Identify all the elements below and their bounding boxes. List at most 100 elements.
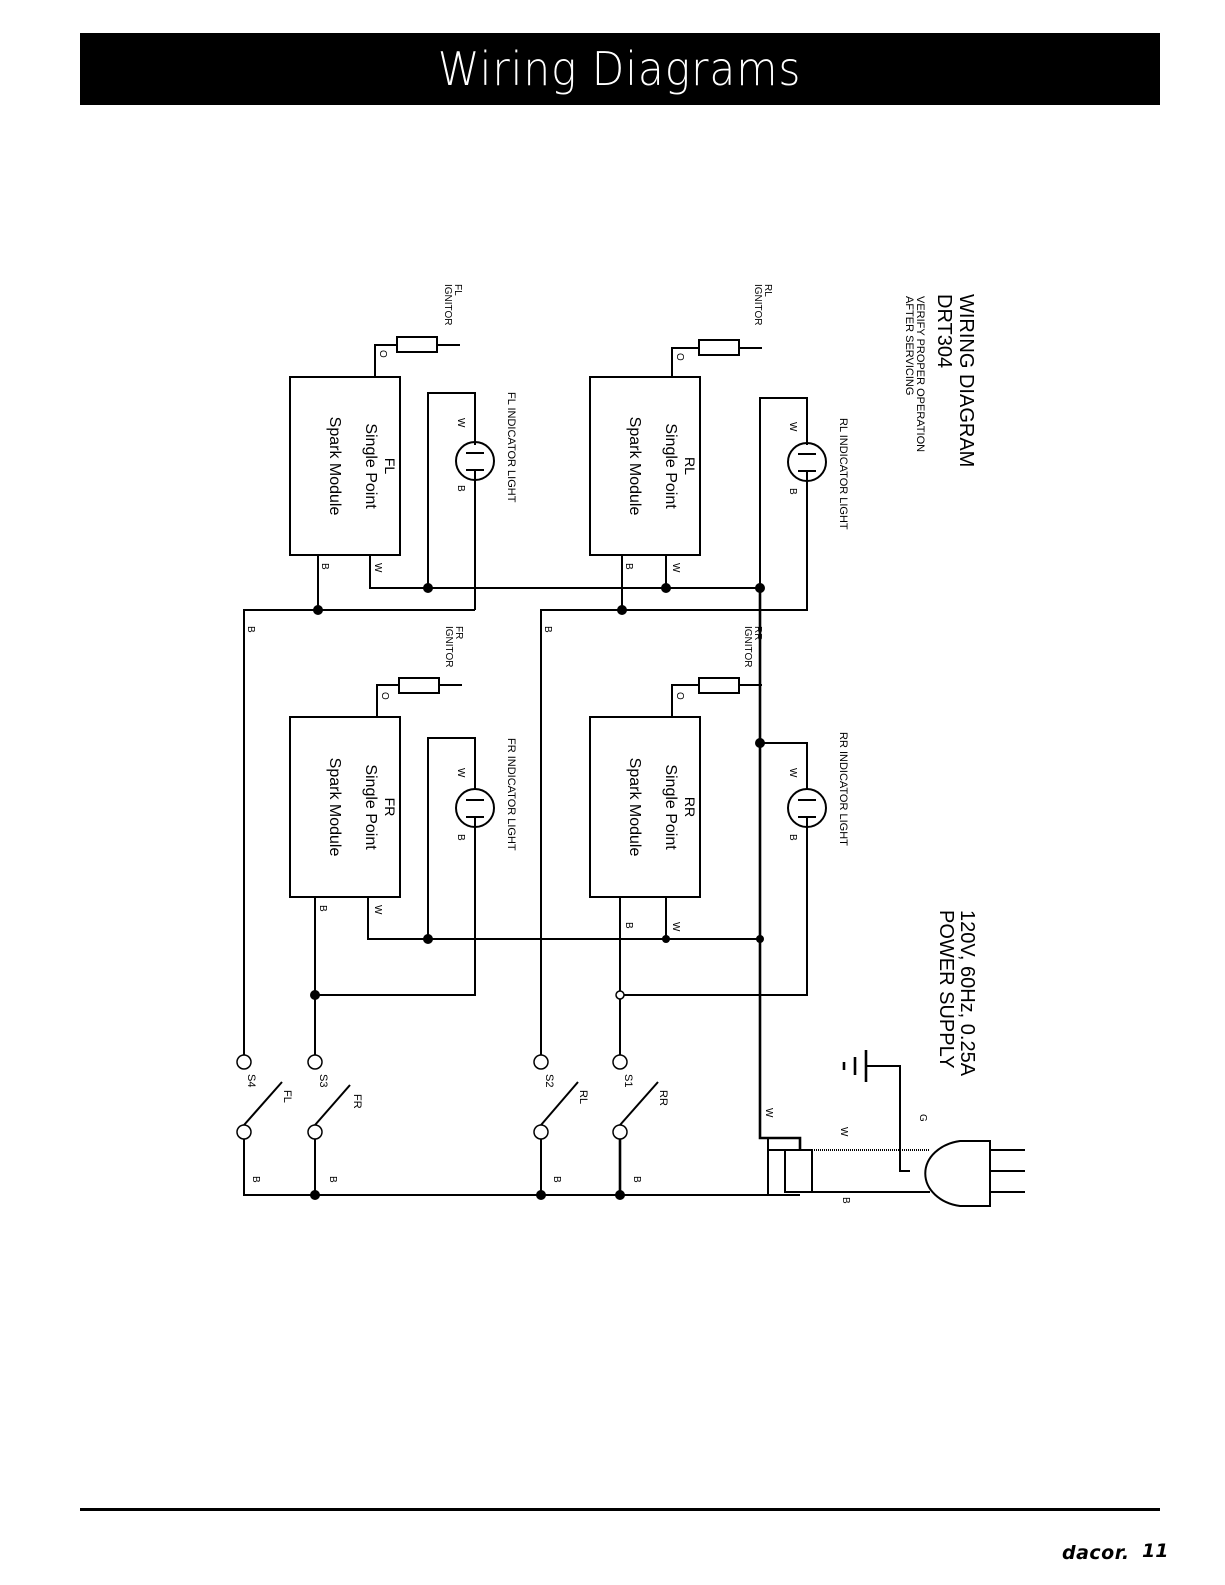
wire-code-w: W xyxy=(670,922,681,932)
wire-code-b: B xyxy=(455,485,466,492)
indicator-light-fr-label: FR INDICATOR LIGHT xyxy=(505,738,517,851)
diagram-note-line1: VERIFY PROPER OPERATION xyxy=(914,296,926,452)
junction-dot xyxy=(536,1190,546,1200)
wire-code-b: B xyxy=(787,834,798,841)
switch-s3-id: S3 xyxy=(317,1074,329,1087)
wire-code-w: W xyxy=(838,1127,849,1137)
spark-module-rr xyxy=(589,716,701,898)
wire-code-b: B xyxy=(319,563,330,570)
power-cord: W B G xyxy=(767,1050,1025,1207)
wire-code-b: B xyxy=(245,626,256,633)
diagram-note-line2: AFTER SERVICING xyxy=(903,296,915,395)
power-supply-label: 120V, 60Hz, 0.25A POWER SUPPLY xyxy=(935,910,978,1077)
wire-code-w: W xyxy=(455,768,466,778)
wire-code-w: W xyxy=(787,422,798,432)
module-fl-id: FL xyxy=(382,458,398,475)
ignitor-rl-icon xyxy=(698,339,740,356)
junction-dot xyxy=(662,935,670,943)
wire-code-o: O xyxy=(379,692,390,700)
wire-code-b: B xyxy=(327,1176,338,1183)
ignitor-fl-label2: IGNITOR xyxy=(442,284,453,325)
junction-dot xyxy=(755,583,765,593)
ignitor-fr-label2: IGNITOR xyxy=(443,626,454,667)
power-supply-title: POWER SUPPLY xyxy=(935,910,957,1069)
brand-logo: dacor. xyxy=(1062,1542,1130,1564)
wire-code-w: W xyxy=(455,418,466,428)
switch-s2-burner: RL xyxy=(577,1090,589,1104)
indicator-light-rl-label: RL INDICATOR LIGHT xyxy=(837,418,849,530)
module-fr: FR Single Point Spark Module O FR IGNITO… xyxy=(289,626,517,1055)
wire-code-b: B xyxy=(250,1176,261,1183)
switch-s1-id: S1 xyxy=(622,1074,634,1087)
module-rr-line3: Spark Module xyxy=(626,758,643,857)
module-rl-id: RL xyxy=(682,457,698,475)
module-rl: RL Single Point Spark Module O RL IGNITO… xyxy=(589,284,849,610)
diagram-title-block: WIRING DIAGRAM DRT304 VERIFY PROPER OPER… xyxy=(903,294,977,467)
wire-code-w: W xyxy=(372,905,383,915)
junction-dot xyxy=(617,605,627,615)
switch-s1-burner: RR xyxy=(657,1090,669,1106)
indicator-light-fl-label: FL INDICATOR LIGHT xyxy=(505,392,517,503)
diagram-model: DRT304 xyxy=(933,294,955,368)
switch-s4: S4 FL B xyxy=(236,1054,315,1196)
junction-dot xyxy=(423,934,433,944)
indicator-light-rr-label: RR INDICATOR LIGHT xyxy=(837,732,849,846)
switch-s3-burner: FR xyxy=(351,1094,363,1109)
wire-code-g: G xyxy=(917,1114,928,1122)
junction-dot xyxy=(310,1190,320,1200)
wire-code-b: B xyxy=(631,1176,642,1183)
wire-code-b: B xyxy=(623,563,634,570)
ignitor-fr-icon xyxy=(398,677,440,694)
ignitor-fl-icon xyxy=(396,336,438,353)
switch-s2: S2 RL B xyxy=(533,1054,589,1195)
wire-code-w: W xyxy=(763,1108,774,1118)
module-fl: FL Single Point Spark Module O FL IGNITO… xyxy=(289,284,517,610)
spark-module-rl xyxy=(589,376,701,556)
footer-divider xyxy=(80,1508,1160,1511)
module-rr-id: RR xyxy=(682,797,698,817)
ignitor-rl-label1: RL xyxy=(762,284,773,297)
spark-module-fr xyxy=(289,716,401,898)
ignitor-rr-icon xyxy=(698,677,740,694)
wire-code-b: B xyxy=(623,922,634,929)
wire-code-w: W xyxy=(787,768,798,778)
junction-dot xyxy=(615,1190,625,1200)
wire-code-b: B xyxy=(551,1176,562,1183)
switch-s2-id: S2 xyxy=(543,1074,555,1087)
module-rl-line3: Spark Module xyxy=(626,417,643,516)
diagram-title: WIRING DIAGRAM xyxy=(955,294,977,467)
junction-dot xyxy=(755,738,765,748)
wire-code-w: W xyxy=(372,563,383,573)
switch-s4-id: S4 xyxy=(245,1074,257,1087)
wire-crossover-icon xyxy=(615,990,625,1000)
module-rr: RR Single Point Spark Module O RR IGNITO… xyxy=(589,626,849,1055)
wire-code-b: B xyxy=(840,1197,851,1204)
module-fl-line2: Single Point xyxy=(362,423,379,509)
wire-code-o: O xyxy=(377,350,388,358)
ignitor-rr-label2: IGNITOR xyxy=(742,626,753,667)
ignitor-fl-label1: FL xyxy=(452,284,463,296)
page-title: Wiring Diagrams xyxy=(438,42,802,96)
junction-dot xyxy=(310,990,320,1000)
wire-code-b: B xyxy=(317,905,328,912)
switch-s1: S1 RR B xyxy=(612,1054,669,1195)
module-rr-line2: Single Point xyxy=(662,764,679,850)
wire-code-b: B xyxy=(542,626,553,633)
page-header: Wiring Diagrams xyxy=(80,33,1160,105)
wire-code-o: O xyxy=(674,353,685,361)
power-plug-icon xyxy=(924,1140,991,1207)
page-number: 11 xyxy=(1142,1540,1169,1562)
module-fr-line2: Single Point xyxy=(362,764,379,850)
junction-dots xyxy=(310,583,765,1200)
junction-dot xyxy=(423,583,433,593)
ignitor-rl-label2: IGNITOR xyxy=(752,284,763,325)
wire-code-w: W xyxy=(670,563,681,573)
junction-dot xyxy=(661,583,671,593)
burner-switches: S4 FL B S3 FR B S2 RL B xyxy=(236,1054,669,1196)
module-fr-id: FR xyxy=(382,798,398,817)
module-fr-line3: Spark Module xyxy=(326,758,343,857)
junction-dot xyxy=(756,935,764,943)
wire-code-o: O xyxy=(674,692,685,700)
cord-strain-relief-icon xyxy=(784,1149,813,1193)
